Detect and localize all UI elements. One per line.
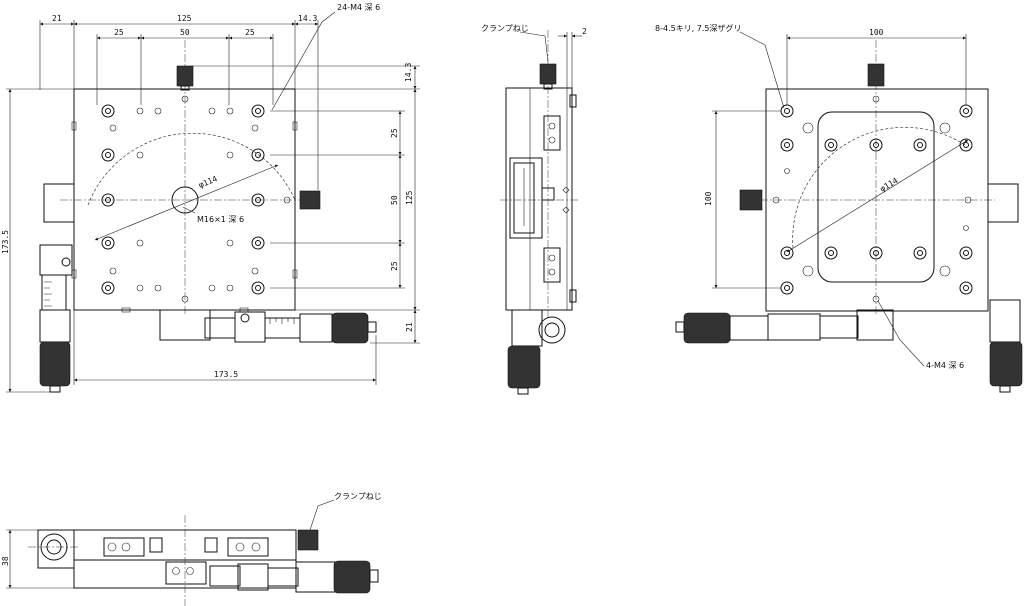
note-center-tap: M16×1 深 6 (197, 215, 244, 224)
note-clamp-screw-2: クランプねじ (334, 492, 382, 501)
clamp-screw-top-shank (180, 85, 190, 91)
stage-plate-outline (73, 88, 296, 311)
dim-phi114-right: φ114 (878, 176, 899, 194)
micrometer-bottom (159, 309, 377, 344)
bottom-clamp-screw-left (739, 189, 763, 211)
dim-50-r: 50 (390, 195, 399, 205)
bottom-view: 8-4.5キリ, 7.5深ザグリ 100 100 φ114 4-M4 深 6 (655, 23, 1023, 393)
phi114-leader (94, 164, 279, 241)
top-view: 21 125 14.3 25 50 25 24-M4 深 6 14.3 25 5… (1, 3, 420, 393)
front-clamp-screw (297, 529, 319, 551)
dim-25-b: 25 (245, 28, 255, 37)
dim-21-r: 21 (405, 322, 414, 332)
dim-125-r: 125 (405, 190, 414, 205)
dim-173-5-bottom: 173.5 (214, 370, 238, 379)
side-clamp-screw (539, 63, 557, 85)
dim-phi114-left: φ114 (197, 174, 218, 190)
dim-25-r2: 25 (390, 261, 399, 271)
dim-50-a: 50 (180, 28, 190, 37)
dim-125-top: 125 (177, 14, 192, 23)
side-body (505, 87, 573, 311)
note-clamp-screw-1: クランプねじ (481, 24, 529, 33)
clamp-screw-top (176, 65, 194, 87)
bottom-clamp-screw-top (867, 63, 885, 87)
center-tap-leader (182, 206, 196, 214)
dim-25-r1: 25 (390, 128, 399, 138)
hole-grid (71, 95, 298, 313)
dim-100-top: 100 (869, 28, 884, 37)
micrometer-left (39, 183, 75, 393)
clamp-screw-right (299, 190, 321, 210)
dim-21-top: 21 (52, 14, 62, 23)
side-view: クランプねじ 2 (481, 24, 587, 395)
note-tap-top: 24-M4 深 6 (337, 3, 380, 12)
note-tap-right: 4-M4 深 6 (926, 361, 964, 370)
front-view: 38 クランプねじ (1, 492, 382, 606)
dim-14-3-top: 14.3 (298, 14, 317, 23)
dim-173-5-left: 173.5 (1, 230, 10, 254)
bottom-holes (772, 95, 973, 303)
note-counterbore: 8-4.5キリ, 7.5深ザグリ (655, 23, 742, 33)
dim-2-side: 2 (582, 27, 587, 36)
dim-100-left: 100 (704, 191, 713, 206)
dim-25-a: 25 (114, 28, 124, 37)
dim-38: 38 (1, 556, 10, 566)
bolt-circle-arc (87, 132, 296, 206)
dim-14-3-right: 14.3 (404, 63, 413, 82)
tap-top-leader (271, 11, 336, 111)
